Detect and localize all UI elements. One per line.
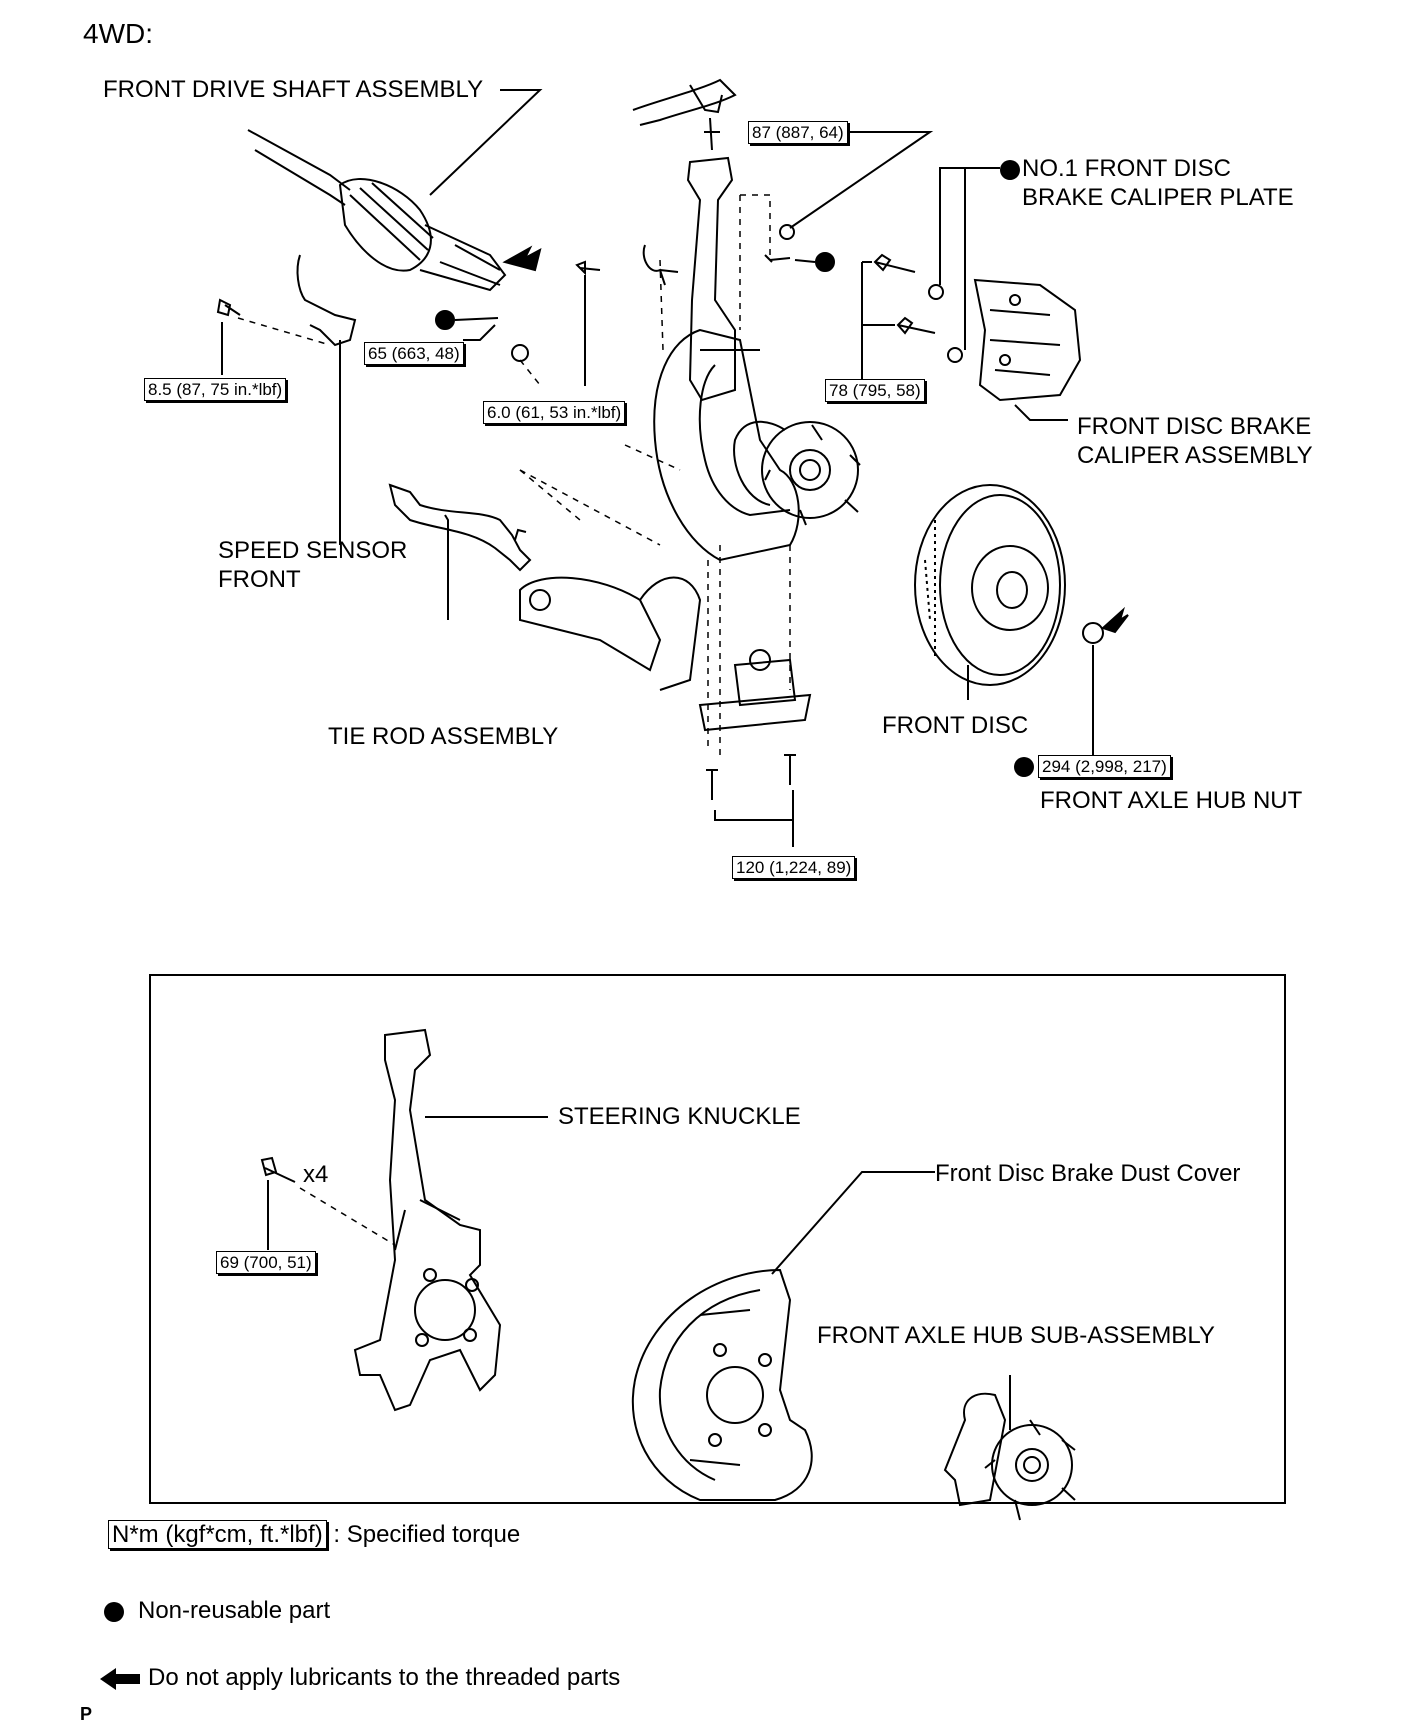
non-reusable-dot-icon (1000, 159, 1020, 180)
label-steering-knuckle: STEERING KNUCKLE (558, 1103, 801, 1130)
label-caliper-line1: FRONT DISC BRAKE (1077, 413, 1312, 440)
label-front-drive-shaft: FRONT DRIVE SHAFT ASSEMBLY (103, 76, 484, 103)
torque-87: 87 (887, 64) (748, 121, 848, 144)
torque-69: 69 (700, 51) (216, 1251, 316, 1274)
knuckle-bolt-drawing (260, 1156, 296, 1183)
front-disc-drawing (914, 484, 1066, 686)
no-lube-arrow-icon-legend (100, 1667, 140, 1690)
label-caliper-plate-line1: NO.1 FRONT DISC (1000, 155, 1231, 183)
label-speed-sensor-line1: SPEED SENSOR (218, 537, 408, 564)
caliper-plate-label-1: NO.1 FRONT DISC (1022, 155, 1231, 182)
torque-294: 294 (2,998, 217) (1038, 755, 1171, 778)
torque-78: 78 (795, 58) (825, 379, 925, 402)
legend-torque-text: : Specified torque (333, 1521, 521, 1548)
caliper-plate-1 (928, 284, 944, 300)
hub-nut-drawing (1082, 622, 1104, 644)
legend-torque: N*m (kgf*cm, ft.*lbf) : Specified torque (108, 1520, 521, 1549)
components-box (149, 974, 1286, 1504)
front-axle-hub-drawing (943, 1392, 1007, 1507)
non-reusable-dot-icon-legend (104, 1601, 124, 1622)
caliper-plate-2 (947, 347, 963, 363)
tie-rod-drawing (388, 483, 532, 572)
label-hub-sub-assembly: FRONT AXLE HUB SUB-ASSEMBLY (817, 1322, 1215, 1349)
legend-no-lube: Do not apply lubricants to the threaded … (100, 1664, 620, 1692)
hub-top-flange (761, 421, 859, 519)
torque-120: 120 (1,224, 89) (732, 856, 856, 879)
ball-joint-drawing (698, 658, 812, 732)
non-reusable-dot-icon-hub-nut (1014, 757, 1034, 777)
label-x4: x4 (303, 1161, 329, 1188)
drive-shaft-drawing (247, 129, 507, 292)
no-lube-arrow-icon-2 (1101, 606, 1129, 634)
footer-code: P (80, 1704, 93, 1724)
steering-knuckle-drawing (353, 1028, 502, 1412)
lower-arm-drawing (519, 576, 702, 691)
torque-8-5: 8.5 (87, 75 in.*lbf) (144, 378, 287, 401)
torque-65: 65 (663, 48) (364, 342, 464, 365)
brake-caliper-drawing (973, 278, 1082, 402)
legend-non-reusable: Non-reusable part (104, 1597, 330, 1625)
label-hub-nut: FRONT AXLE HUB NUT (1040, 787, 1303, 814)
label-speed-sensor-line2: FRONT (218, 566, 301, 593)
dust-cover-top-drawing (653, 328, 800, 562)
no-lube-arrow-icon (502, 245, 542, 272)
page-title: 4WD: (83, 18, 153, 49)
label-front-disc: FRONT DISC (882, 712, 1029, 739)
legend-torque-box: N*m (kgf*cm, ft.*lbf) (108, 1520, 327, 1549)
legend-non-reusable-text: Non-reusable part (138, 1597, 331, 1624)
label-caliper-line2: CALIPER ASSEMBLY (1077, 442, 1313, 469)
speed-sensor-drawing (296, 254, 357, 347)
label-tie-rod: TIE ROD ASSEMBLY (328, 723, 559, 750)
legend-no-lube-text: Do not apply lubricants to the threaded … (148, 1664, 621, 1691)
label-caliper-plate-line2: BRAKE CALIPER PLATE (1022, 184, 1294, 211)
label-dust-cover: Front Disc Brake Dust Cover (935, 1160, 1241, 1187)
steering-knuckle-top-drawing (686, 156, 736, 402)
torque-6-0: 6.0 (61, 53 in.*lbf) (483, 401, 626, 424)
upper-arm-drawing (632, 78, 737, 126)
dust-cover-drawing (631, 1268, 813, 1501)
